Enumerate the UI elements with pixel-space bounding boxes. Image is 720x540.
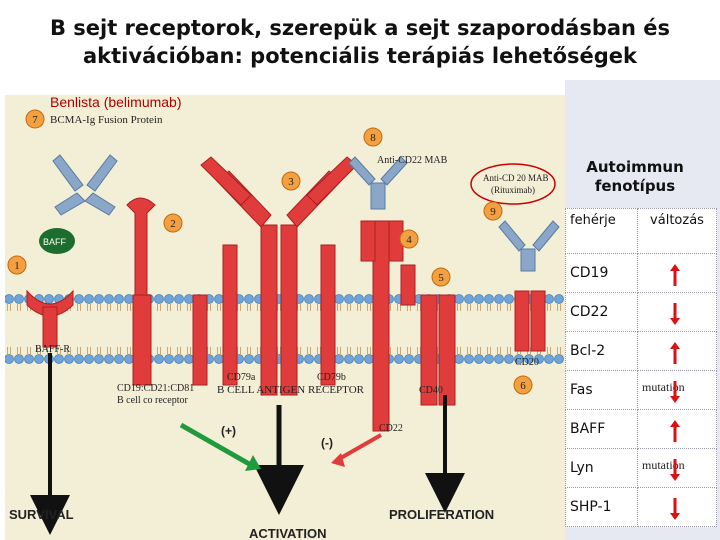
rituximab-highlight xyxy=(470,163,556,205)
label-plus: (+) xyxy=(221,424,236,438)
page-title-line-2: aktivációban: potenciális terápiás lehet… xyxy=(83,44,637,68)
label-survival: SURVIVAL xyxy=(9,507,74,522)
label-coreceptor-2: B cell co receptor xyxy=(117,395,188,406)
number-badge xyxy=(399,229,419,249)
number-badge xyxy=(513,375,533,395)
arrow-down-icon xyxy=(670,498,680,520)
header-protein: fehérje xyxy=(565,208,638,254)
number-badge-label: 5 xyxy=(438,272,444,284)
label-cd20: CD20 xyxy=(515,357,539,368)
benlista-annotation: Benlista (belimumab) xyxy=(50,94,182,110)
protein-name: Lyn xyxy=(565,448,638,488)
number-badge-label: 8 xyxy=(370,132,376,144)
phenotype-row: CD19 xyxy=(565,253,717,293)
change-cell: mutation xyxy=(637,370,717,410)
label-proliferation: PROLIFERATION xyxy=(389,507,494,522)
number-badges: 1 2 3 4 5 6 7 8 9 xyxy=(7,109,533,395)
label-coreceptor-1: CD19:CD21:CD81 xyxy=(117,383,194,394)
label-bcma: BCMA-Ig Fusion Protein xyxy=(50,114,163,126)
number-badge-label: 7 xyxy=(32,114,38,126)
number-badge-label: 4 xyxy=(406,234,412,246)
phenotype-row: Bcl-2 xyxy=(565,331,717,371)
arrow-up-icon xyxy=(670,264,680,286)
arrow-up-icon xyxy=(670,342,680,364)
label-cd79b: CD79b xyxy=(317,372,346,383)
change-cell xyxy=(637,331,717,371)
number-badge-label: 9 xyxy=(490,206,496,218)
arrow-down-icon xyxy=(670,303,680,325)
title-area: B sejt receptorok, szerepük a sejt szapo… xyxy=(0,0,720,94)
diagram-svg: 1 2 3 4 5 6 7 8 9 BCMA-Ig Fusion Protein Anti-CD… xyxy=(5,109,564,540)
label-minus: (-) xyxy=(321,436,333,450)
bcma-ig-fusion-protein xyxy=(52,154,118,216)
number-badge xyxy=(25,109,45,129)
number-badge xyxy=(163,213,183,233)
change-cell xyxy=(637,487,717,527)
label-cd22: CD22 xyxy=(379,423,403,434)
number-badge-label: 3 xyxy=(288,176,294,188)
number-badge xyxy=(7,255,27,275)
change-cell xyxy=(637,409,717,449)
number-badge xyxy=(483,201,503,221)
negative-signal-arrowhead xyxy=(331,453,345,467)
autoimmun-title-line-1: Autoimmun xyxy=(586,158,684,176)
phenotype-header-row: fehérje változás xyxy=(565,208,717,254)
protein-name: SHP-1 xyxy=(565,487,638,527)
number-badge xyxy=(431,267,451,287)
protein-name: BAFF xyxy=(565,409,638,449)
label-activation: ACTIVATION xyxy=(249,526,327,540)
header-change: változás xyxy=(637,208,717,254)
phenotype-row: CD22 xyxy=(565,292,717,332)
positive-signal-arrow xyxy=(179,422,253,468)
anti-cd20-antibody xyxy=(498,220,560,272)
arrow-down-icon xyxy=(670,381,680,403)
b-cell-antigen-receptor xyxy=(192,156,358,515)
protein-name: Fas xyxy=(565,370,638,410)
number-badge-label: 6 xyxy=(520,380,526,392)
protein-name: CD19 xyxy=(565,253,638,293)
label-baff-r: BAFF-R xyxy=(35,344,70,355)
label-baff: BAFF xyxy=(43,237,67,247)
number-badge-label: 2 xyxy=(170,218,176,230)
number-badge xyxy=(363,127,383,147)
phenotype-row: BAFF xyxy=(565,409,717,449)
autoimmun-title: Autoimmun fenotípus xyxy=(570,158,700,196)
baff-r-receptor xyxy=(26,289,74,535)
label-anti-cd20-2: (Rituximab) xyxy=(491,185,535,195)
label-cd79a: CD79a xyxy=(227,372,256,383)
protein-name: CD22 xyxy=(565,292,638,332)
cd22-receptor xyxy=(360,220,416,432)
b-cell-receptor-diagram: 1 2 3 4 5 6 7 8 9 BCMA-Ig Fusion Protein Anti-CD… xyxy=(5,95,565,540)
cd40-receptor xyxy=(420,294,465,513)
anti-cd22-antibody xyxy=(348,156,408,210)
positive-signal-arrowhead xyxy=(245,455,261,471)
number-badge xyxy=(281,171,301,191)
negative-signal-arrow xyxy=(338,433,382,461)
protein-name: Bcl-2 xyxy=(565,331,638,371)
label-anti-cd20-1: Anti-CD 20 MAB xyxy=(483,173,549,183)
arrow-down-icon xyxy=(670,459,680,481)
change-cell: mutation xyxy=(637,448,717,488)
autoimmun-title-line-2: fenotípus xyxy=(594,177,676,195)
number-badge-label: 1 xyxy=(14,260,20,272)
page-title-line-1: B sejt receptorok, szerepük a sejt szapo… xyxy=(49,16,671,40)
change-cell xyxy=(637,292,717,332)
label-bcr: B CELL ANTIGEN RECEPTOR xyxy=(217,384,365,396)
arrow-up-icon xyxy=(670,420,680,442)
label-cd40: CD40 xyxy=(419,385,443,396)
phenotype-row: SHP-1 xyxy=(565,487,717,527)
baff-ligand xyxy=(39,228,75,254)
receptor-2 xyxy=(126,197,156,386)
cd20-receptor xyxy=(514,290,546,352)
change-cell xyxy=(637,253,717,293)
label-anti-cd22: Anti-CD22 MAB xyxy=(377,155,448,166)
